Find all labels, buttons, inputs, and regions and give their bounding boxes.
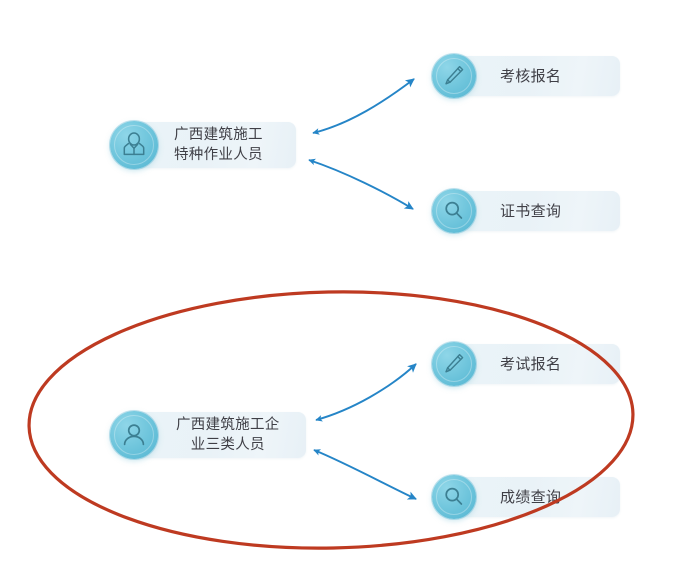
node-certificate-query[interactable]: 证书查询 xyxy=(432,187,620,235)
node-score-query[interactable]: 成绩查询 xyxy=(432,473,620,521)
node-exam-registration[interactable]: 考试报名 xyxy=(432,340,620,388)
node-special-operation-personnel[interactable]: 广西建筑施工 特种作业人员 xyxy=(110,119,296,171)
pencil-icon[interactable] xyxy=(432,342,476,386)
pencil-glyph xyxy=(445,65,464,85)
node-label-text: 成绩查询 xyxy=(500,487,562,506)
pencil-icon[interactable] xyxy=(432,54,476,98)
node-label-text: 考试报名 xyxy=(500,354,562,373)
node-three-category-personnel[interactable]: 广西建筑施工企 业三类人员 xyxy=(110,409,306,461)
node-label-text: 广西建筑施工企 业三类人员 xyxy=(176,417,280,453)
pencil-glyph xyxy=(445,353,464,373)
magnifier-icon[interactable] xyxy=(432,189,476,233)
arrow-three-category-to-exam-registration xyxy=(315,363,417,422)
node-label-plate: 广西建筑施工企 业三类人员 xyxy=(134,412,306,458)
node-label-text: 考核报名 xyxy=(500,66,562,85)
node-label-text: 证书查询 xyxy=(500,201,562,220)
node-exam-assessment-registration[interactable]: 考核报名 xyxy=(432,52,620,100)
node-label-plate: 考试报名 xyxy=(456,344,620,384)
magnifier-glyph xyxy=(445,487,463,505)
node-label-plate: 证书查询 xyxy=(456,191,620,231)
arrow-special-to-exam-registration xyxy=(312,78,415,135)
arrow-special-to-certificate-query xyxy=(308,158,414,210)
user-bust-glyph xyxy=(123,132,145,156)
node-label-plate: 广西建筑施工 特种作业人员 xyxy=(134,122,296,168)
user-bust-icon[interactable] xyxy=(110,121,158,169)
node-label-plate: 成绩查询 xyxy=(456,477,620,517)
node-label-plate: 考核报名 xyxy=(456,56,620,96)
arrow-three-category-to-score-query xyxy=(313,449,417,500)
magnifier-icon[interactable] xyxy=(432,475,476,519)
user-silhouette-icon[interactable] xyxy=(110,411,158,459)
node-label-text: 广西建筑施工 特种作业人员 xyxy=(174,127,263,163)
magnifier-glyph xyxy=(445,201,463,219)
user-silhouette-glyph xyxy=(123,424,145,446)
